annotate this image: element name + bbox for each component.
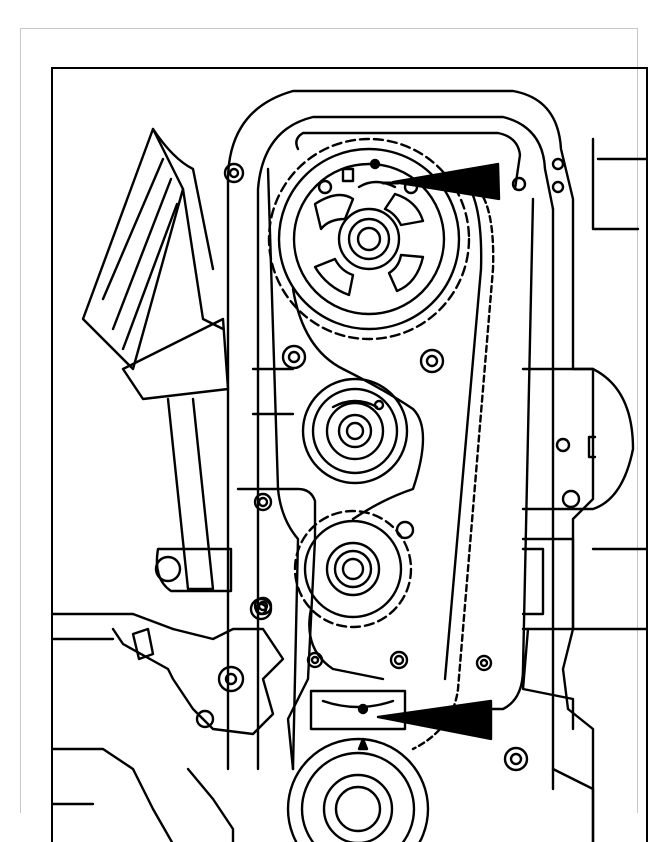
intermediate-sprocket	[293, 509, 413, 629]
engine-line-drawing	[53, 89, 646, 842]
right-housing	[521, 367, 646, 842]
tensioner-pulley	[301, 377, 409, 485]
timing-belt-diagram	[51, 67, 648, 842]
left-components	[53, 127, 285, 842]
crankshaft-sprocket	[286, 689, 430, 842]
crankshaft-timing-mark-arrow	[376, 699, 493, 741]
figure-frame	[20, 28, 648, 842]
camshaft-timing-mark-arrow	[381, 162, 501, 201]
engine-block-outline	[226, 89, 646, 842]
camshaft-sprocket	[267, 137, 471, 341]
